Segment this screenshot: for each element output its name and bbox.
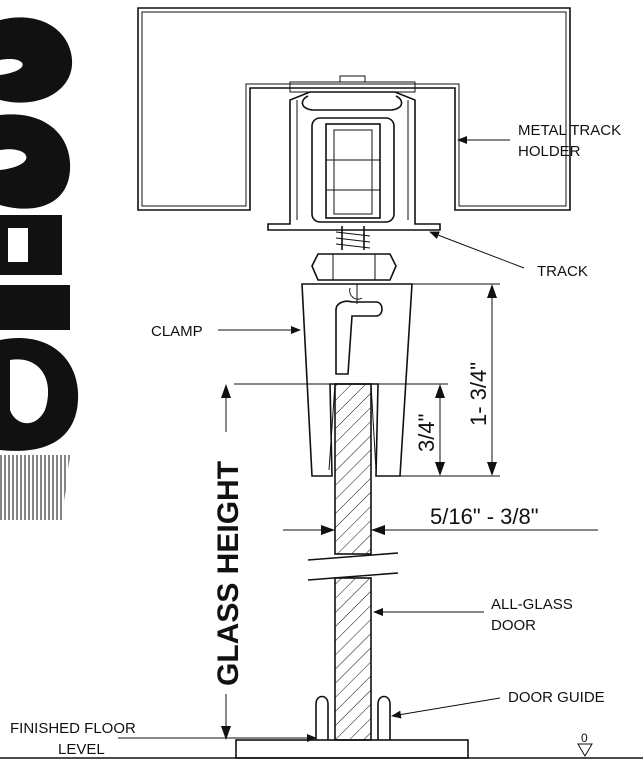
glass-height-dim-text: GLASS HEIGHT: [212, 461, 245, 686]
dimension-glass-thickness: [283, 525, 598, 535]
metal-track-holder-label-2: HOLDER: [518, 143, 581, 160]
clamp-label: CLAMP: [151, 323, 203, 340]
track-label: TRACK: [537, 263, 588, 280]
finished-floor-label-1: FINISHED FLOOR: [10, 720, 136, 737]
leader-lines: [118, 136, 525, 742]
metal-track-holder: [137, 7, 571, 211]
floor-level-value: 0: [581, 731, 588, 745]
finished-floor-line: [0, 743, 643, 759]
metal-track-holder-label-1: METAL TRACK: [518, 122, 621, 139]
door-guide-label: DOOR GUIDE: [508, 689, 605, 706]
glass-panel: [307, 383, 399, 741]
dimension-glass-insertion: [378, 383, 448, 477]
dimension-clamp-height: [400, 283, 500, 477]
all-glass-door-label-1: ALL-GLASS: [491, 596, 573, 613]
track-profile: [267, 75, 441, 231]
all-glass-door-label-2: DOOR: [491, 617, 536, 634]
finished-floor-label-2: LEVEL: [58, 741, 105, 758]
eclisse-logo: [0, 0, 79, 520]
adjustment-bolt: [311, 226, 397, 281]
trolley-wheels: [311, 117, 395, 223]
dimension-glass-height: [221, 383, 334, 740]
glass-thickness-dim-text: 5/16" - 3/8": [430, 504, 539, 529]
clamp-height-dim-text: 1- 3/4": [466, 362, 491, 426]
glass-insertion-dim-text: 3/4": [414, 414, 439, 452]
